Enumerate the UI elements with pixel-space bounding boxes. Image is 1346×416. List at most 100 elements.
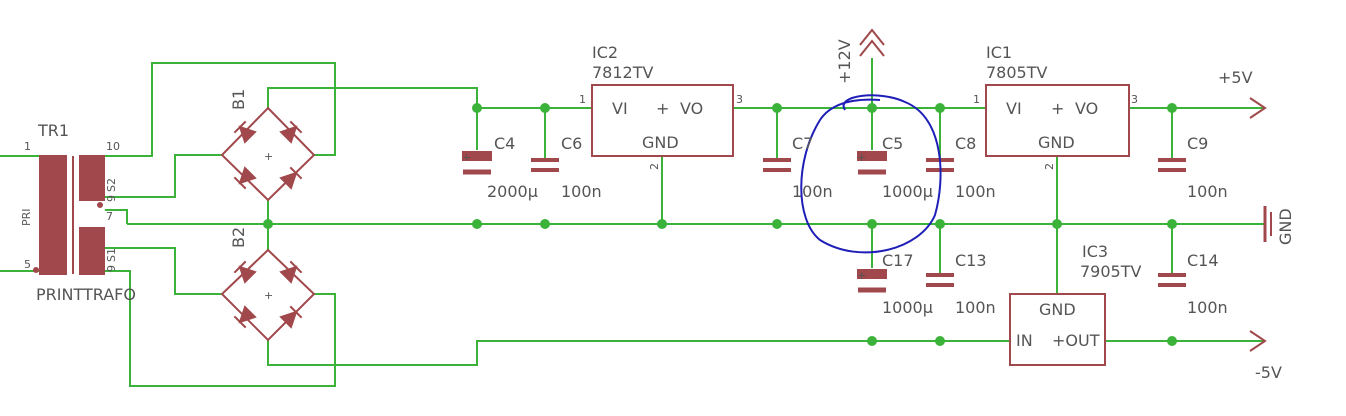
junction-dot [1052, 219, 1062, 229]
junction-dot [867, 103, 877, 113]
junction-dot [540, 219, 550, 229]
regulator-ic1-body [985, 84, 1130, 157]
junction-dot [867, 336, 877, 346]
bridge-b2-plus: + [264, 289, 273, 302]
ic2-name: IC2 [592, 43, 618, 62]
ic3-out: +OUT [1052, 331, 1100, 350]
capacitor-c5 [857, 151, 887, 175]
tr1-pin-7: 7 [106, 210, 113, 223]
ic2-pin2: 2 [648, 163, 661, 170]
ic2-vo: VO [680, 99, 703, 118]
junction-dot [772, 103, 782, 113]
cap-c13-name: C13 [955, 251, 987, 270]
cap-c17-polarity: + [857, 269, 866, 282]
annotation-circle [800, 94, 942, 254]
regulator-ic3-body [1009, 293, 1106, 366]
transformer-primary-core [39, 155, 67, 275]
cap-c8-value: 100n [955, 182, 996, 201]
ic1-vo: VO [1075, 99, 1098, 118]
tr1-s2-label: S2 [105, 178, 118, 192]
junctions [263, 103, 1177, 346]
junction-dot [935, 336, 945, 346]
bridge-b1-outline [220, 106, 316, 202]
transformer-s1-coil [79, 227, 105, 275]
bridge-b1-name: B1 [229, 89, 248, 110]
bridge-b1-plus: + [264, 150, 273, 163]
transformer-dot [97, 267, 103, 273]
junction-dot [1167, 219, 1177, 229]
junction-dot [472, 103, 482, 113]
cap-c8-name: C8 [955, 134, 976, 153]
tr1-value: PRINTTRAFO [36, 285, 136, 304]
wires [0, 58, 1265, 387]
tr1-pin-9b: 9 [105, 265, 118, 272]
tr1-pin-5: 5 [24, 258, 31, 271]
transformer-dot [97, 202, 103, 208]
ic1-name: IC1 [986, 43, 1012, 62]
tr1-pin-1: 1 [24, 140, 31, 153]
capacitor-c9 [1158, 158, 1186, 172]
ic1-pin3: 3 [1131, 93, 1138, 106]
ic3-name: IC3 [1082, 242, 1108, 261]
regulator-ic2-body [591, 84, 734, 157]
tr1-primary-label: PRI [20, 208, 33, 226]
transformer-tr1 [33, 155, 105, 275]
wire-s2-top [105, 62, 336, 157]
cap-c4-name: C4 [494, 134, 515, 153]
cap-c6-value: 100n [561, 182, 602, 201]
ic1-value: 7805TV [986, 63, 1047, 82]
junction-dot [867, 219, 877, 229]
bridge-b2-outline [220, 248, 316, 342]
ic2-value: 7812TV [592, 63, 653, 82]
ic3-gnd: GND [1039, 300, 1076, 319]
cap-c9-name: C9 [1187, 134, 1208, 153]
junction-dot [657, 219, 667, 229]
cap-c17-name: C17 [882, 251, 914, 270]
bridge-b2-name: B2 [229, 227, 248, 248]
ic1-gnd: GND [1038, 133, 1075, 152]
cap-c5-value: 1000µ [882, 182, 933, 201]
ic2-vi: VI [612, 99, 628, 118]
bridge-b2 [220, 248, 316, 342]
ic1-pin1: 1 [973, 93, 980, 106]
tr1-pin-9a: 9 [105, 195, 118, 202]
junction-dot [1167, 103, 1177, 113]
supply-gnd-label: GND [1276, 208, 1295, 245]
junction-dot [263, 219, 273, 229]
ic2-pin1: 1 [579, 93, 586, 106]
junction-dot [935, 219, 945, 229]
tr1-s1-label: S1 [105, 248, 118, 262]
cap-c14-name: C14 [1187, 251, 1219, 270]
supply-m5v-label: -5V [1255, 363, 1282, 382]
cap-c13-value: 100n [955, 298, 996, 317]
cap-c9-value: 100n [1187, 182, 1228, 201]
supply-arrow-m5v [1249, 330, 1267, 352]
capacitor-c17 [857, 269, 887, 293]
wire-s1-top [105, 247, 222, 295]
ic2-pin3: 3 [736, 93, 743, 106]
wire-s2-bottom [105, 154, 222, 198]
transformer-dot [33, 267, 39, 273]
tr1-pin-10: 10 [106, 140, 120, 153]
wire-s1-bottom [105, 270, 336, 387]
supply-arrow-12v [859, 28, 885, 57]
cap-c6-name: C6 [561, 134, 582, 153]
ic1-plus: + [1051, 99, 1064, 118]
junction-dot [472, 219, 482, 229]
capacitor-c6 [531, 158, 559, 172]
capacitor-c7 [763, 158, 791, 172]
tr1-name: TR1 [37, 121, 69, 140]
gnd-symbol [1263, 206, 1272, 242]
cap-c7-value: 100n [792, 182, 833, 201]
parts [33, 28, 1272, 366]
ic3-value: 7905TV [1080, 262, 1141, 281]
junction-dot [540, 103, 550, 113]
supply-arrow-5v [1249, 97, 1267, 119]
ic2-gnd: GND [642, 133, 679, 152]
cap-c14-value: 100n [1187, 298, 1228, 317]
supply-12v-label: +12V [835, 39, 854, 84]
cap-c5-name: C5 [882, 134, 903, 153]
junction-dot [772, 219, 782, 229]
capacitor-c14 [1158, 273, 1186, 287]
capacitor-c4 [462, 151, 492, 175]
